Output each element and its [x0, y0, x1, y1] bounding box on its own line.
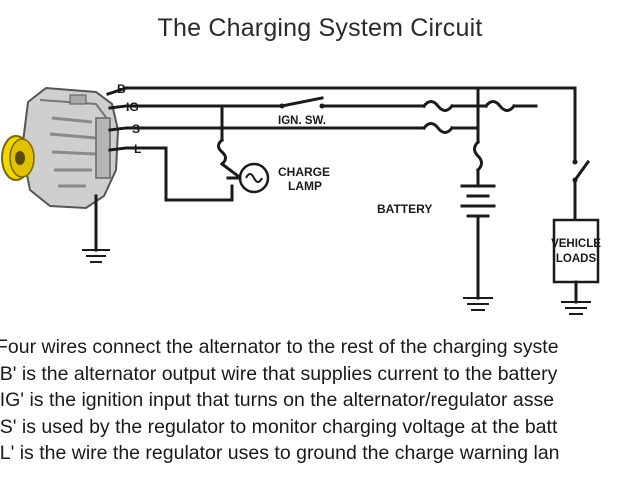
description-line: 'IG' is the ignition input that turns on… — [0, 389, 555, 411]
description-text: Four wires connect the alternator to the… — [0, 334, 640, 467]
wire-b — [126, 86, 578, 165]
charge-lamp-label-1: CHARGE — [278, 165, 330, 179]
wire-lamp-feed — [217, 104, 241, 179]
description-line: 'L' is the wire the regulator uses to gr… — [0, 442, 560, 464]
battery-ground-icon — [463, 297, 493, 311]
pulley-icon — [1, 135, 35, 181]
page-title: The Charging System Circuit — [157, 14, 483, 42]
vehicle-loads-label-1: VEHICLE — [551, 238, 601, 250]
vehicle-loads-box — [552, 218, 600, 284]
alternator-icon — [20, 86, 120, 210]
charge-lamp-label-2: LAMP — [288, 179, 322, 193]
wire-l — [126, 146, 234, 202]
battery-branch — [473, 86, 483, 186]
alternator-ground-icon — [82, 194, 110, 263]
wire-s — [126, 122, 480, 134]
terminal-b-label: B — [117, 82, 126, 96]
ign-switch-label: IGN. SW. — [278, 115, 326, 127]
wire-ig — [126, 96, 538, 112]
battery-icon — [460, 184, 496, 300]
vehicle-loads-switch-icon — [572, 159, 591, 222]
description-line: 'B' is the alternator output wire that s… — [0, 362, 558, 385]
description-line: Four wires connect the alternator to the… — [0, 336, 559, 358]
vehicle-loads-label-2: LOADS — [556, 253, 597, 265]
circuit-diagram: B IG S L VEHICLE LOADS IGN. SW. — [1, 82, 601, 315]
description-line: 'S' is used by the regulator to monitor … — [0, 415, 558, 438]
battery-label: BATTERY — [377, 202, 432, 216]
loads-ground-icon — [561, 280, 591, 315]
charge-lamp-icon — [226, 162, 270, 194]
